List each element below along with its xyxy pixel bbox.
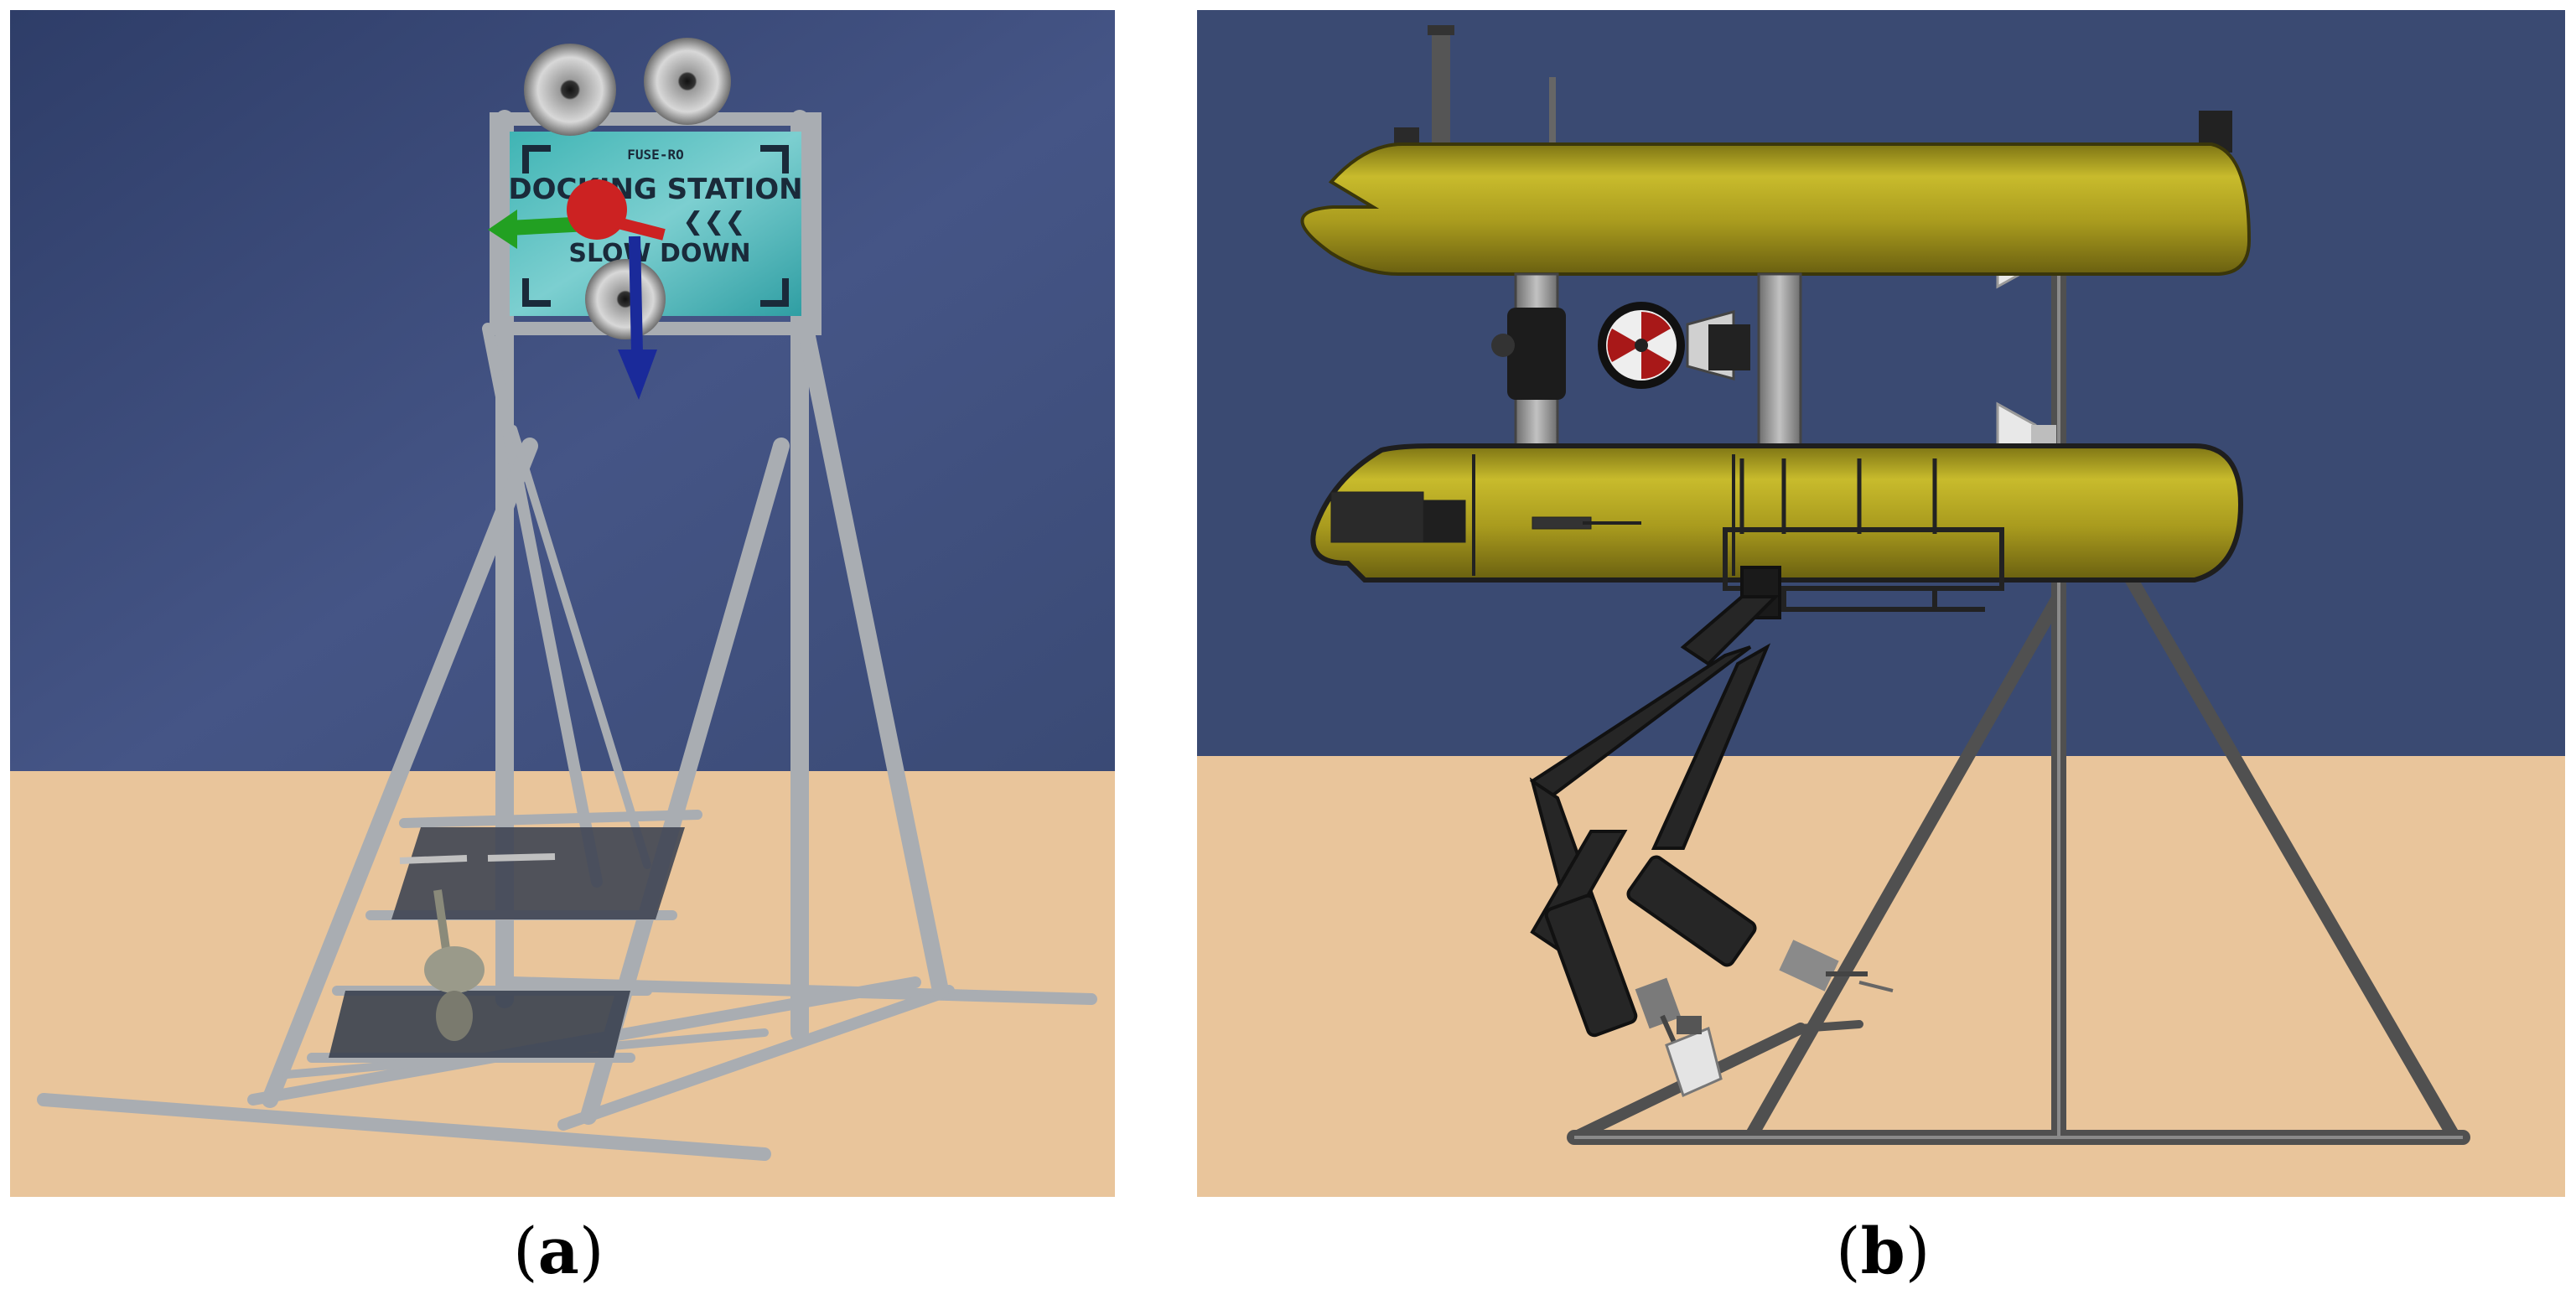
lower-hull [1310,443,2244,583]
light-disc-center [585,259,666,339]
water-background [1197,10,2565,756]
sign-frame [490,112,822,335]
robotic-arm [1529,566,1781,1038]
caption-b: (b) [1836,1214,1931,1288]
upper-platform [391,827,685,919]
held-docking-cone [1665,1016,1723,1098]
pose-axes-gizmo [488,179,666,400]
lower-platform [329,991,630,1058]
panel-a-image: FUSE-RO DOCKING STATION ❮❮❮ SLOW DOWN [10,10,1115,1197]
caption-a-letter: a [537,1214,579,1288]
thruster-left [1491,308,1566,400]
pillar-right [1757,272,1802,460]
lower-hull-internals [1330,454,2004,612]
caption-b-letter: b [1860,1214,1905,1288]
sign-line-2: SLOW DOWN [568,239,750,268]
sign-arrows: ❮❮❮ [682,207,745,236]
thruster-right [1686,310,1750,381]
light-disc-left [524,44,616,136]
mast [1432,27,1450,161]
upper-hull [1300,142,2252,276]
gripper-right [1779,940,1894,992]
sign-corner-brackets [522,145,789,307]
sign-top-text: FUSE-RO [627,147,683,163]
seabed-floor [1197,756,2565,1197]
light-disc-right [644,38,731,125]
gripper-tool [399,853,556,1041]
antenna [1549,77,1556,161]
sign-line-1: DOCKING STATION [508,173,802,206]
panel-b-image [1197,10,2565,1197]
caption-a: (a) [513,1214,604,1288]
thruster-propeller [1598,302,1685,389]
